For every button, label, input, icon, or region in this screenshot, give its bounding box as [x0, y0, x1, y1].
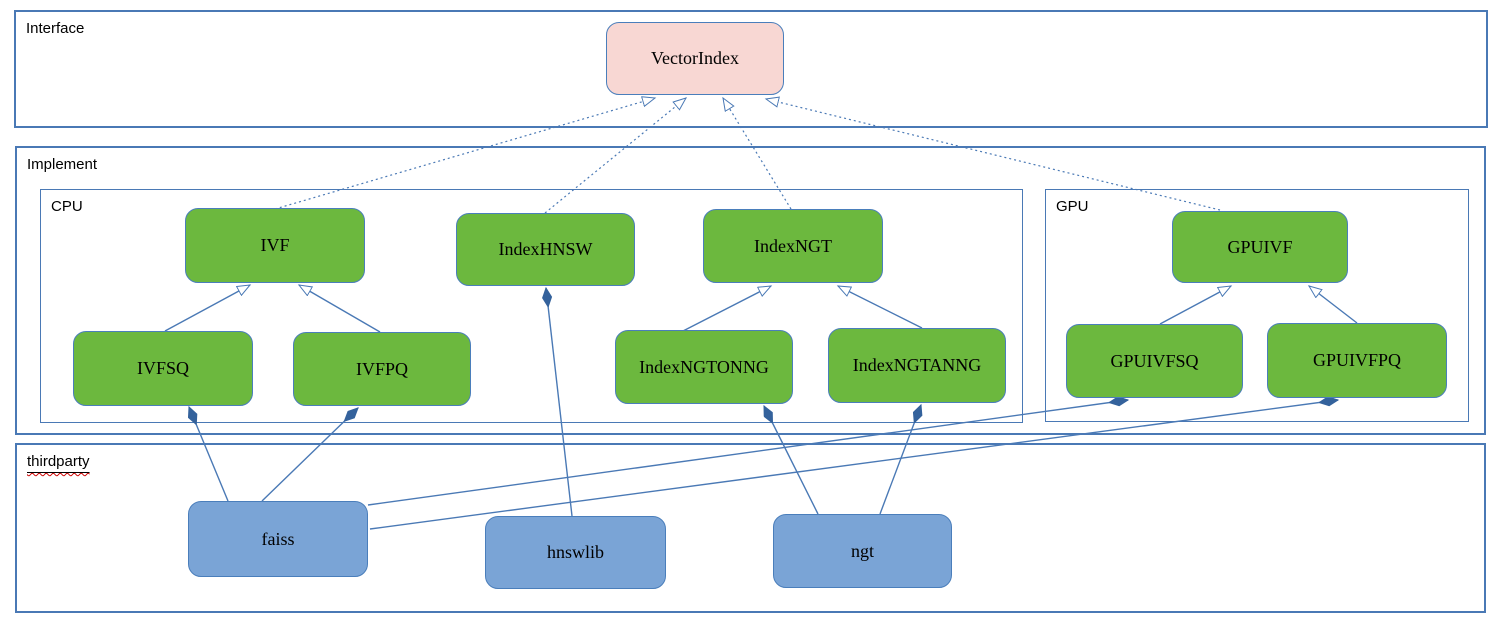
- node-ivf-label: IVF: [260, 235, 290, 255]
- node-ivfsq-label: IVFSQ: [136, 358, 189, 378]
- node-gpuivfsq-label: GPUIVFSQ: [1110, 350, 1199, 371]
- edge-faiss-ivfsq[interactable]: [189, 407, 229, 502]
- node-indexngtonng-label: IndexNGTONNG: [639, 356, 769, 377]
- node-indexngtanng[interactable]: IndexNGTANNG: [828, 328, 1006, 403]
- edge-faiss-gpuivfsq[interactable]: [367, 400, 1128, 506]
- edge-indexhnsw-vectorindex[interactable]: [544, 98, 686, 214]
- edge-ngt-indexngtonng[interactable]: [763, 406, 819, 515]
- edge-faiss-ivfpq[interactable]: [261, 408, 358, 502]
- spellcheck-wavy-underline: thirdparty: [27, 453, 90, 470]
- edge-indexngt-vectorindex[interactable]: [723, 98, 792, 210]
- node-indexngtanng-label: IndexNGTANNG: [852, 355, 982, 375]
- node-hnswlib-label: hnswlib: [546, 542, 604, 562]
- section-gpu-label: GPU: [1056, 198, 1089, 215]
- node-hnswlib[interactable]: hnswlib: [485, 516, 666, 589]
- edge-ivfpq-ivf[interactable]: [299, 285, 381, 333]
- node-ivf[interactable]: IVF: [185, 208, 365, 283]
- edge-gpuivfpq-gpuivf[interactable]: [1309, 286, 1358, 324]
- section-cpu-label: CPU: [51, 198, 83, 215]
- node-indexhnsw[interactable]: IndexHNSW: [456, 213, 635, 286]
- node-ivfpq-label: IVFPQ: [355, 358, 408, 379]
- edge-ngt-indexngtanng[interactable]: [879, 405, 921, 515]
- node-indexngtonng[interactable]: IndexNGTONNG: [615, 330, 793, 404]
- node-ivfpq[interactable]: IVFPQ: [293, 332, 471, 406]
- section-interface[interactable]: Interface: [14, 10, 1488, 128]
- node-gpuivfpq[interactable]: GPUIVFPQ: [1267, 323, 1447, 398]
- node-ngt-label: ngt: [850, 540, 874, 561]
- edge-ivf-vectorindex[interactable]: [274, 98, 655, 210]
- section-interface-label: Interface: [26, 20, 85, 37]
- section-cpu[interactable]: CPU: [40, 189, 1023, 423]
- node-ivfsq[interactable]: IVFSQ: [73, 331, 253, 406]
- section-thirdparty[interactable]: thirdparty: [15, 443, 1486, 613]
- node-indexhnsw-label: IndexHNSW: [498, 239, 593, 259]
- node-indexngt-label: IndexNGT: [754, 235, 832, 256]
- node-indexngt[interactable]: IndexNGT: [703, 209, 883, 283]
- node-gpuivfpq-label: GPUIVFPQ: [1312, 350, 1402, 370]
- node-gpuivf[interactable]: GPUIVF: [1172, 211, 1348, 283]
- node-gpuivfsq[interactable]: GPUIVFSQ: [1066, 324, 1243, 398]
- node-ngt[interactable]: ngt: [773, 514, 952, 588]
- section-implement-label: Implement: [27, 156, 98, 173]
- node-gpuivf-label: GPUIVF: [1227, 236, 1293, 257]
- edge-indexngtonng-indexngt[interactable]: [682, 285, 771, 332]
- node-faiss[interactable]: faiss: [188, 501, 368, 577]
- section-thirdparty-label: thirdparty: [27, 453, 90, 470]
- edge-ivfsq-ivf[interactable]: [164, 285, 250, 332]
- edge-indexngtanng-indexngt[interactable]: [838, 285, 923, 329]
- edge-gpuivf-vectorindex[interactable]: [766, 99, 1221, 211]
- node-vectorindex[interactable]: VectorIndex: [606, 22, 784, 95]
- section-implement[interactable]: Implement: [15, 146, 1486, 435]
- edge-faiss-gpuivfpq[interactable]: [369, 400, 1338, 530]
- edge-hnswlib-indexhnsw[interactable]: [546, 288, 573, 517]
- edge-gpuivfsq-gpuivf[interactable]: [1159, 286, 1231, 325]
- node-faiss-label: faiss: [261, 528, 295, 549]
- node-vectorindex-label: VectorIndex: [651, 48, 739, 68]
- section-gpu[interactable]: GPU: [1045, 189, 1469, 422]
